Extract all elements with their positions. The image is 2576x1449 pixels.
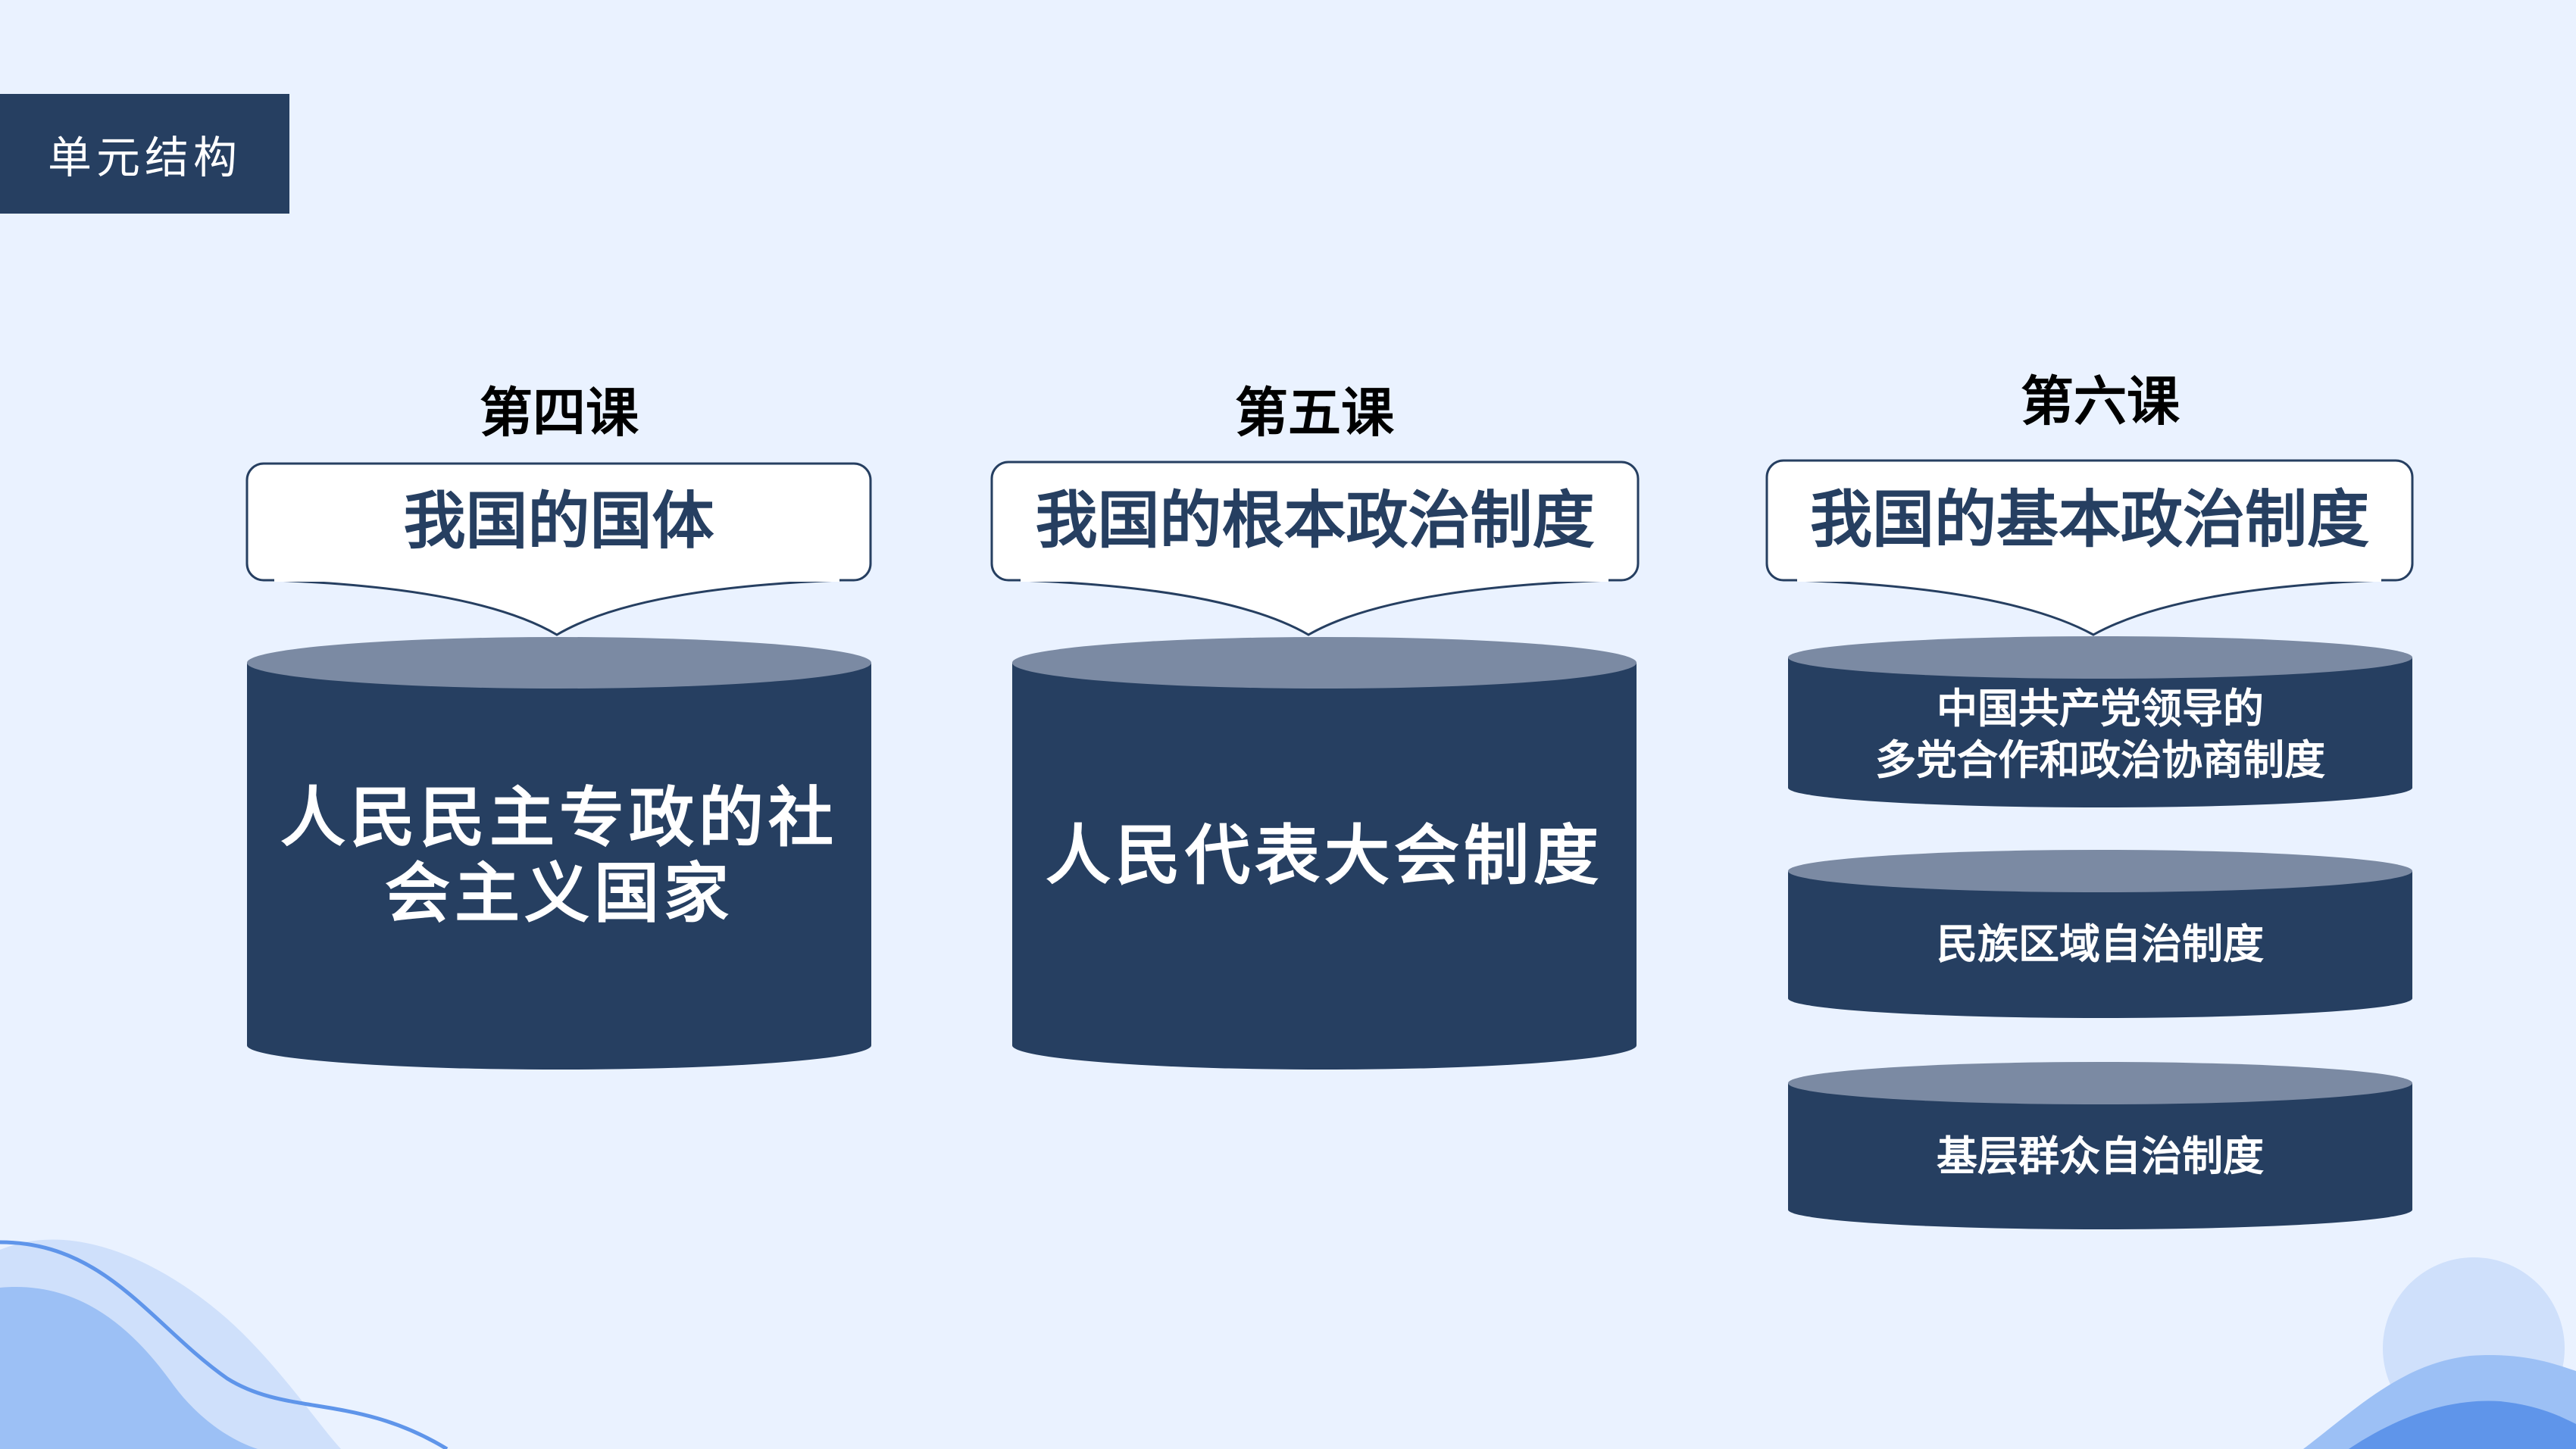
callout-pointer [1795,579,2384,636]
section-header-label: 单元结构 [47,132,242,183]
cylinder-top [247,637,871,689]
lesson-6-title: 第六课 [2021,370,2180,433]
cylinder-lesson-6-c [1788,1062,2412,1229]
cylinder-lesson-5 [1012,637,1637,1070]
cylinder-top [1012,637,1637,689]
lesson-4-title: 第四课 [480,382,639,444]
lesson-5-topic: 我国的根本政治制度 [1035,485,1595,557]
cylinder-lesson-6-a [1788,636,2412,807]
cylinder-top [1788,636,2412,679]
lesson-6-topic: 我国的基本政治制度 [1809,484,2369,556]
cylinder-lesson-6-b [1788,850,2412,1018]
callout-lesson-6 [1765,459,2414,636]
wave-left-mid [0,1287,258,1449]
section-header-tab: 单元结构 [0,94,289,214]
wave-decoration-right [2303,1257,2576,1449]
lesson-6-item-1: 中国共产党领导的 多党合作和政治协商制度 [1875,685,2325,784]
lesson-5-title: 第五课 [1235,382,1394,444]
callout-lesson-5 [990,461,1640,636]
callout-pointer [272,579,842,636]
lesson-5-item: 人民代表大会制度 [1046,818,1603,894]
lesson-6-item-2: 民族区域自治制度 [1937,920,2264,968]
cylinder-top [1788,1062,2412,1104]
cylinder-top [1788,850,2412,892]
wave-decoration-left [0,1239,449,1449]
wave-left-line [0,1240,449,1449]
callout-lesson-4 [245,462,872,636]
lesson-4-item: 人民民主专政的社会主义国家 [280,780,838,932]
callout-pointer [1018,579,1611,636]
lesson-4-topic: 我国的国体 [403,486,714,557]
lesson-6-item-3: 基层群众自治制度 [1937,1132,2264,1180]
cylinder-lesson-4 [247,637,871,1070]
wave-right-front [2349,1401,2576,1449]
